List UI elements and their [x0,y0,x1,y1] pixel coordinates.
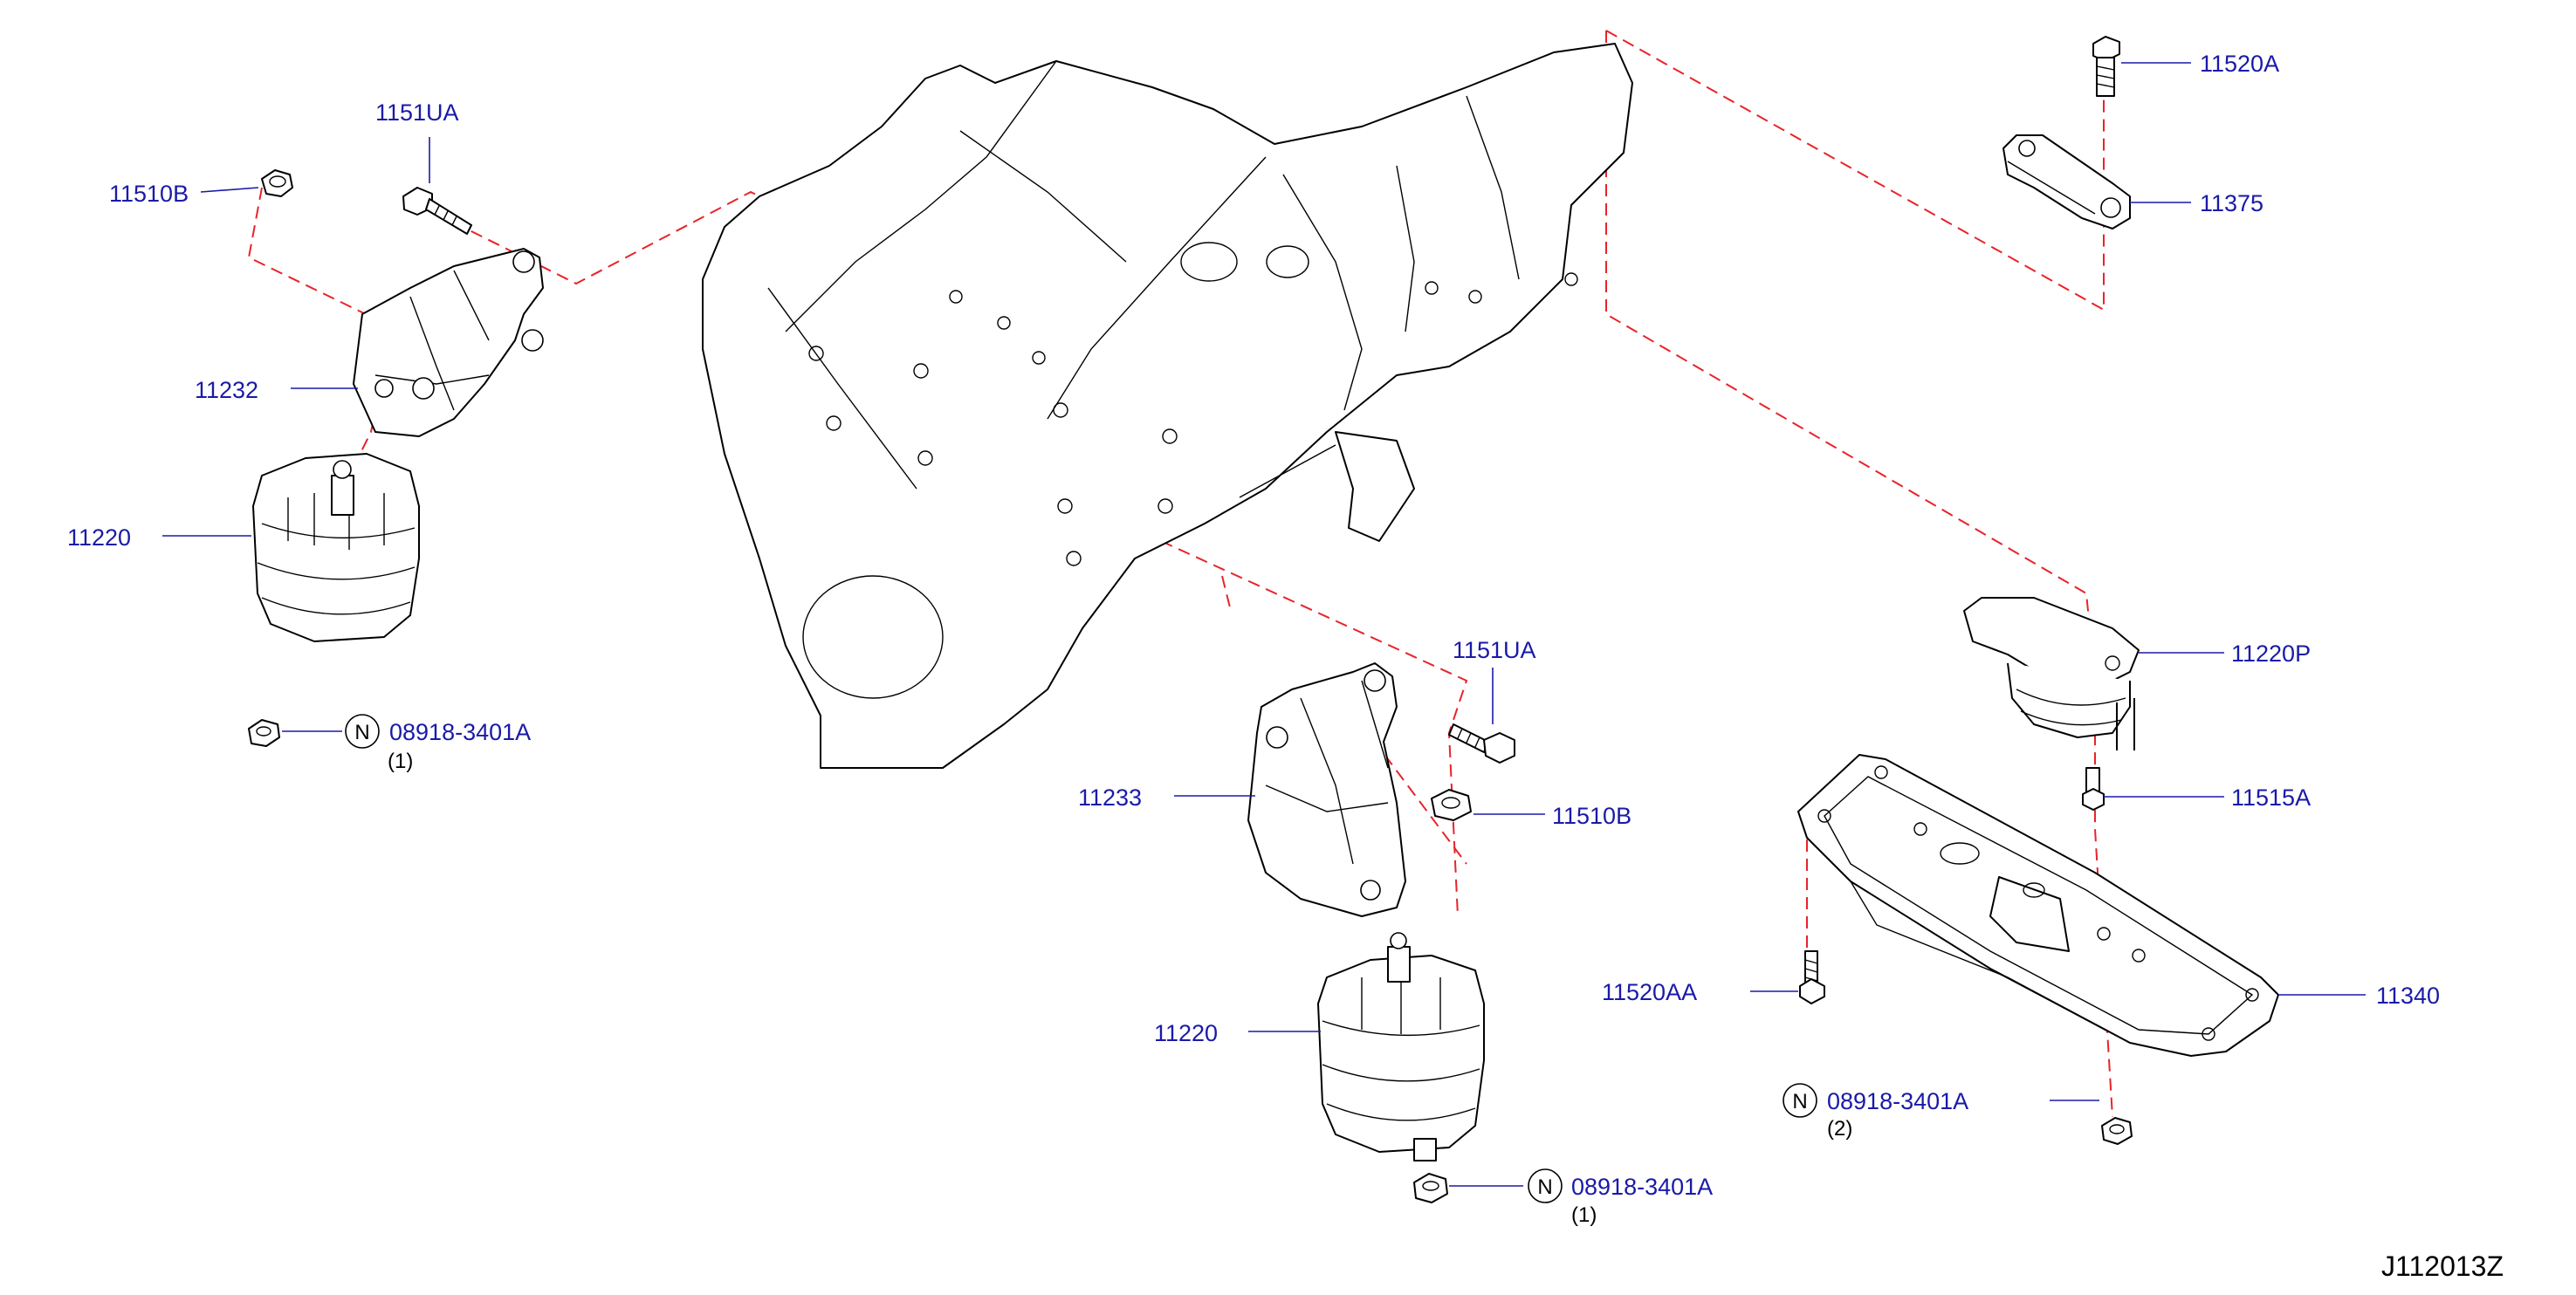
callout-11510b-left: 11510B [109,181,189,207]
bracket-11232 [353,248,544,437]
callout-08918-left: 08918-3401A [389,719,531,745]
bolt-11520a [2092,36,2120,97]
engine-transmission-illustration [702,43,1633,769]
nut-symbol-left-letter: N [354,721,369,744]
nut-symbol-center: N [1528,1168,1563,1203]
callout-08918-right-qty: (2) [1827,1117,1852,1141]
callout-11232: 11232 [195,377,258,403]
callout-08918-center: 08918-3401A [1571,1174,1713,1200]
nut-11510b-center [1431,789,1472,821]
nut-symbol-left: N [345,714,380,749]
nut-symbol-right: N [1783,1083,1817,1118]
bolt-11520aa [1799,950,1825,1004]
callout-08918-left-qty: (1) [388,750,413,773]
callout-11220-center: 11220 [1154,1020,1218,1046]
callout-11340: 11340 [2376,983,2440,1009]
nut-08918-right [2101,1117,2133,1145]
bolt-1151ua-left [402,187,472,235]
callout-11220p: 11220P [2231,641,2311,667]
callout-11375: 11375 [2200,190,2263,216]
callout-11510b-center: 11510B [1552,803,1631,829]
callout-1151ua-center: 1151UA [1453,637,1536,663]
nut-08918-left [248,719,280,747]
engine-mount-11220-left [252,453,420,642]
crossmember-11340 [1797,754,2279,1057]
callout-08918-right: 08918-3401A [1827,1088,1968,1114]
nut-11510b-left [261,169,293,197]
nut-symbol-right-letter: N [1792,1090,1807,1113]
leader-lines [162,62,2366,1187]
bolt-11515a [2082,767,2105,811]
engine-mount-11220-center [1317,932,1485,1161]
bracket-11233 [1247,662,1406,917]
callout-11233: 11233 [1078,785,1142,811]
nut-08918-center [1413,1173,1448,1203]
callout-11220-left: 11220 [67,524,131,551]
callout-1151ua-left: 1151UA [375,99,459,126]
callout-11520a: 11520A [2200,51,2279,77]
nut-symbol-center-letter: N [1537,1175,1552,1199]
bolt-1151ua-center [1448,723,1515,764]
callout-11520aa: 11520AA [1602,979,1697,1005]
callout-08918-center-qty: (1) [1571,1203,1597,1227]
insulator-11220p [1963,597,2140,750]
callout-labels: 1151UA 11510B 11232 11220 N 08918-3401A … [67,51,2504,1282]
bracket-11375 [2002,134,2131,230]
callout-11515a: 11515A [2231,785,2311,811]
diagram-code: J112013Z [2381,1250,2504,1282]
